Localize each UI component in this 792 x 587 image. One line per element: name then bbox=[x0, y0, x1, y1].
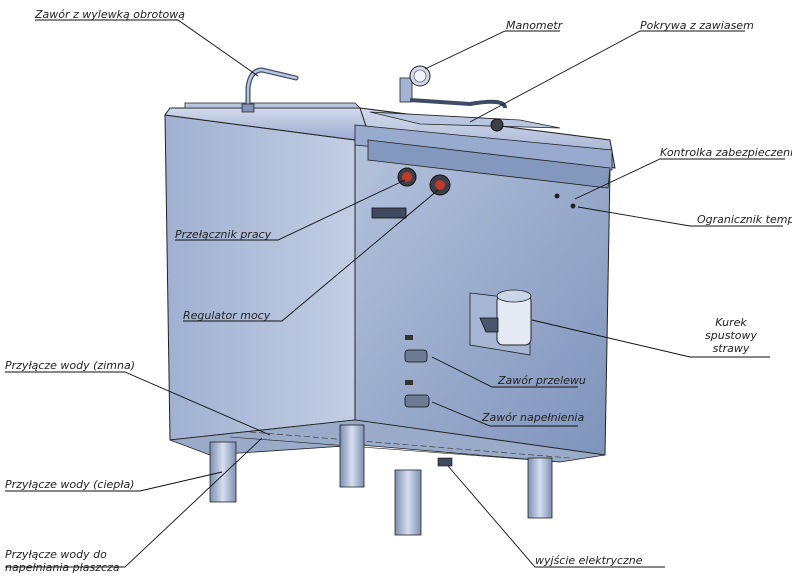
label-tap-with-spout: Zawór z wylewką obrotową bbox=[35, 8, 185, 21]
safety-indicator-light bbox=[554, 193, 560, 199]
overflow-valve bbox=[404, 335, 428, 363]
water-tap bbox=[241, 67, 299, 113]
legs bbox=[209, 424, 553, 536]
label-hot-water-inlet: Przyłącze wody (ciepła) bbox=[5, 478, 135, 491]
drain-tap bbox=[469, 289, 532, 356]
label-drain-tap-line1: Kurek bbox=[715, 316, 747, 329]
label-cold-water-inlet: Przyłącze wody (zimna) bbox=[5, 359, 135, 372]
label-fill-valve: Zawór napełnienia bbox=[482, 411, 585, 424]
label-drain-tap-line2: spustowy bbox=[705, 329, 757, 342]
manometer bbox=[399, 65, 507, 109]
label-hinged-lid: Pokrywa z zawiasem bbox=[640, 19, 754, 32]
label-jacket-fill-line2: napełniania płaszcza bbox=[5, 561, 120, 574]
label-overflow-valve: Zawór przelewu bbox=[498, 374, 586, 387]
label-safety-indicator: Kontrolka zabezpieczenia bbox=[660, 146, 792, 159]
lid bbox=[369, 111, 561, 132]
label-electrical-outlet: wyjście elektryczne bbox=[535, 554, 643, 567]
control-panel bbox=[367, 139, 611, 219]
leader-lines bbox=[5, 19, 785, 568]
label-drain-tap-line3: strawy bbox=[712, 342, 750, 355]
label-temp-limiter: Ogranicznik temp. bbox=[697, 213, 792, 226]
lid-knob bbox=[490, 118, 504, 132]
label-operation-switch: Przełącznik pracy bbox=[175, 228, 272, 241]
fill-valve bbox=[404, 380, 430, 408]
label-jacket-fill-line1: Przyłącze wody do bbox=[5, 548, 107, 561]
label-jacket-fill-inlet: Przyłącze wody do napełniania płaszcza bbox=[5, 548, 120, 574]
label-drain-tap: Kurek spustowy strawy bbox=[703, 316, 759, 355]
temp-limiter bbox=[570, 203, 576, 209]
label-power-regulator: Regulator mocy bbox=[183, 309, 271, 322]
left-side-panel bbox=[164, 114, 356, 441]
label-manometer: Manometr bbox=[506, 19, 563, 32]
